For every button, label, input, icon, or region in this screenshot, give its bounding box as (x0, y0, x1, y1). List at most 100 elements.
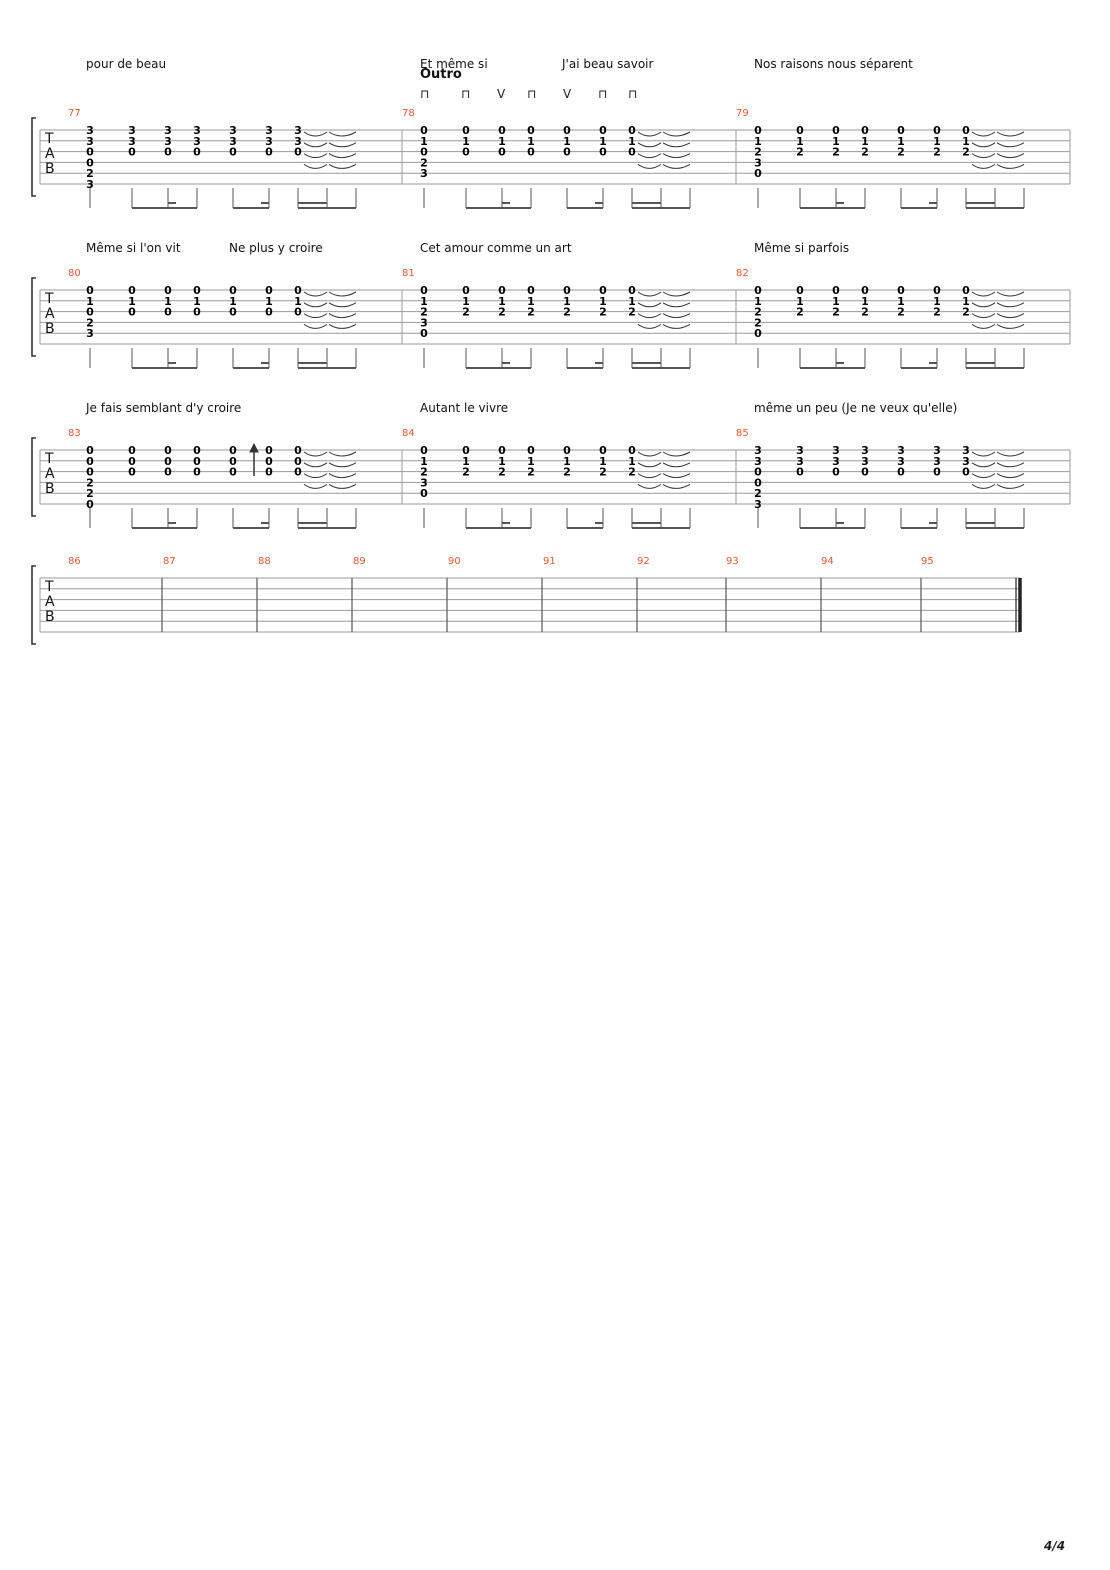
fret-number: 0 (128, 306, 136, 319)
fret-number: 1 (527, 135, 535, 148)
fret-number: 0 (933, 466, 941, 479)
fret-number: 1 (420, 295, 428, 308)
tie-curve (303, 451, 328, 457)
tie-curve (328, 313, 357, 319)
tab-clef-letter: T (45, 291, 54, 307)
fret-number: 0 (462, 444, 470, 457)
fret-number: 0 (294, 146, 302, 159)
fret-number: 3 (193, 135, 201, 148)
tie-curve (328, 131, 357, 137)
tie-curve (303, 302, 328, 308)
fret-number: 0 (294, 306, 302, 319)
fret-number: 1 (897, 295, 905, 308)
tie-curve (637, 163, 662, 169)
tab-clef-letter: B (45, 609, 55, 625)
system-bracket (31, 117, 36, 197)
fret-number: 0 (86, 284, 94, 297)
fret-number: 2 (420, 306, 428, 319)
fret-number: 0 (265, 455, 273, 468)
fret-number: 0 (128, 284, 136, 297)
fret-number: 1 (420, 135, 428, 148)
tie-curve (303, 462, 328, 468)
fret-number: 2 (563, 466, 571, 479)
tie-curve (303, 131, 328, 137)
tab-clef-letter: A (45, 594, 55, 610)
measure-number: 78 (402, 108, 415, 119)
fret-number: 3 (229, 124, 237, 137)
fret-number: 1 (754, 135, 762, 148)
fret-number: 3 (420, 167, 428, 180)
fret-number: 0 (599, 444, 607, 457)
strum-direction-icon: V (497, 87, 506, 101)
tie-curve (996, 153, 1025, 159)
measure-number: 86 (68, 556, 81, 567)
tie-curve (662, 291, 691, 297)
fret-number: 1 (832, 295, 840, 308)
tie-curve (971, 451, 996, 457)
fret-number: 0 (193, 455, 201, 468)
fret-number: 1 (599, 455, 607, 468)
fret-number: 0 (420, 487, 428, 500)
fret-number: 0 (128, 444, 136, 457)
tie-curve (971, 291, 996, 297)
lyric-line: Je fais semblant d'y croire (86, 401, 242, 415)
fret-number: 1 (861, 135, 869, 148)
measure-number: 85 (736, 428, 749, 439)
fret-number: 0 (265, 284, 273, 297)
fret-number: 3 (933, 444, 941, 457)
fret-number: 1 (229, 295, 237, 308)
fret-number: 1 (527, 295, 535, 308)
fret-number: 0 (86, 444, 94, 457)
measure-number: 77 (68, 108, 81, 119)
tie-curve (971, 323, 996, 329)
fret-number: 3 (229, 135, 237, 148)
tie-curve (971, 462, 996, 468)
fret-number: 3 (962, 455, 970, 468)
tie-curve (637, 483, 662, 489)
fret-number: 3 (265, 135, 273, 148)
strum-direction-icon: ⊓ (527, 87, 537, 101)
tie-curve (971, 473, 996, 479)
tie-curve (971, 483, 996, 489)
tie-curve (303, 291, 328, 297)
fret-number: 0 (420, 284, 428, 297)
fret-number: 0 (754, 466, 762, 479)
fret-number: 1 (599, 135, 607, 148)
fret-number: 1 (628, 295, 636, 308)
fret-number: 1 (462, 295, 470, 308)
tie-curve (662, 462, 691, 468)
fret-number: 0 (796, 466, 804, 479)
lyric-line: Ne plus y croire (229, 241, 323, 255)
fret-number: 2 (962, 306, 970, 319)
tab-clef-letter: B (45, 321, 55, 337)
measure-number: 87 (163, 556, 176, 567)
fret-number: 0 (498, 146, 506, 159)
measure-number: 82 (736, 268, 749, 279)
tie-curve (637, 323, 662, 329)
system-bracket (31, 437, 36, 517)
tie-curve (637, 302, 662, 308)
fret-number: 0 (897, 124, 905, 137)
fret-number: 3 (420, 316, 428, 329)
measure-number: 94 (821, 556, 834, 567)
fret-number: 2 (861, 306, 869, 319)
tie-curve (996, 473, 1025, 479)
fret-number: 0 (265, 146, 273, 159)
fret-number: 0 (294, 455, 302, 468)
fret-number: 3 (86, 178, 94, 191)
lyric-line: Autant le vivre (420, 401, 509, 415)
fret-number: 3 (294, 135, 302, 148)
fret-number: 0 (265, 466, 273, 479)
fret-number: 0 (527, 146, 535, 159)
fret-number: 0 (563, 284, 571, 297)
tab-clef-letter: A (45, 306, 55, 322)
fret-number: 1 (462, 135, 470, 148)
fret-number: 0 (229, 455, 237, 468)
fret-number: 0 (420, 124, 428, 137)
tie-curve (328, 323, 357, 329)
lyric-line: pour de beau (86, 57, 167, 71)
tie-curve (971, 313, 996, 319)
fret-number: 0 (229, 284, 237, 297)
fret-number: 0 (164, 444, 172, 457)
tie-curve (328, 473, 357, 479)
